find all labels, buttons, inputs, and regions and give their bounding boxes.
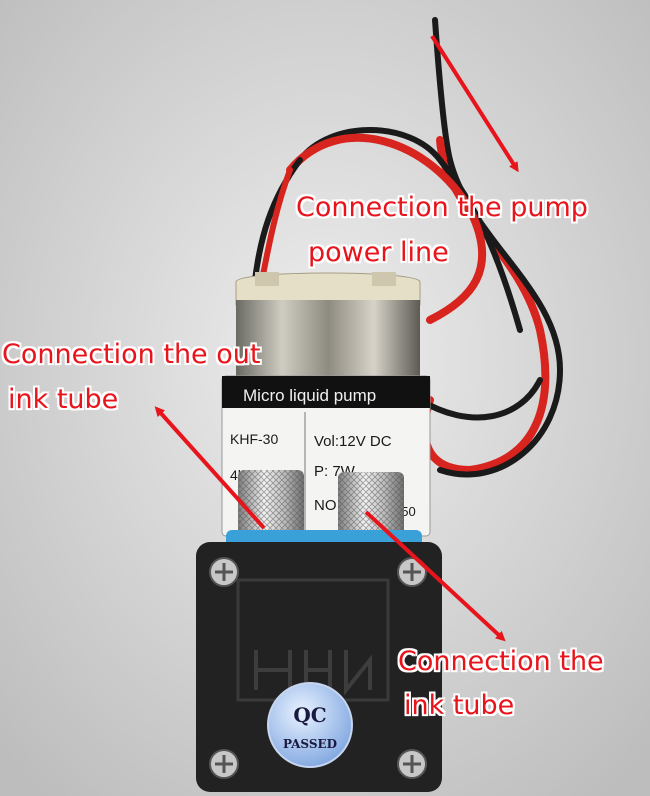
label-model-text: KHF-30 xyxy=(230,431,278,447)
in-tube-connector xyxy=(338,472,404,538)
qc-sticker: QC PASSED xyxy=(267,682,353,768)
callout-in-tube-1: Connection the xyxy=(398,646,604,677)
callout-out-tube-1: Connection the out xyxy=(2,339,261,370)
out-tube-connector xyxy=(238,470,304,536)
screw-top-left xyxy=(209,557,239,587)
callout-out-tube-2: ink tube xyxy=(8,384,119,415)
screw-top-right xyxy=(397,557,427,587)
callout-power-line-1: Connection the pump xyxy=(296,192,588,223)
callout-power-line-2: power line xyxy=(308,237,449,268)
motor-body xyxy=(236,300,420,386)
screw-bottom-right xyxy=(397,749,427,779)
callout-in-tube-2: ink tube xyxy=(404,690,515,721)
callout-in-tube: Connection the ink tube xyxy=(398,648,604,719)
label-brand-text: Micro liquid pump xyxy=(243,386,376,405)
label-no-text: NO xyxy=(314,497,337,514)
arrow-icon xyxy=(154,406,266,530)
arrow-icon xyxy=(430,34,519,173)
qc-text: QC xyxy=(293,703,326,727)
callout-out-tube: Connection the out ink tube xyxy=(2,341,260,413)
arrow-icon xyxy=(364,510,506,642)
wire-bundle xyxy=(252,17,564,478)
label-voltage-text: Vol:12V DC xyxy=(314,433,392,450)
screw-bottom-left xyxy=(209,749,239,779)
callout-power-line: Connection the pump power line xyxy=(296,194,588,266)
pump-head xyxy=(196,542,442,792)
passed-text: PASSED xyxy=(283,737,337,751)
